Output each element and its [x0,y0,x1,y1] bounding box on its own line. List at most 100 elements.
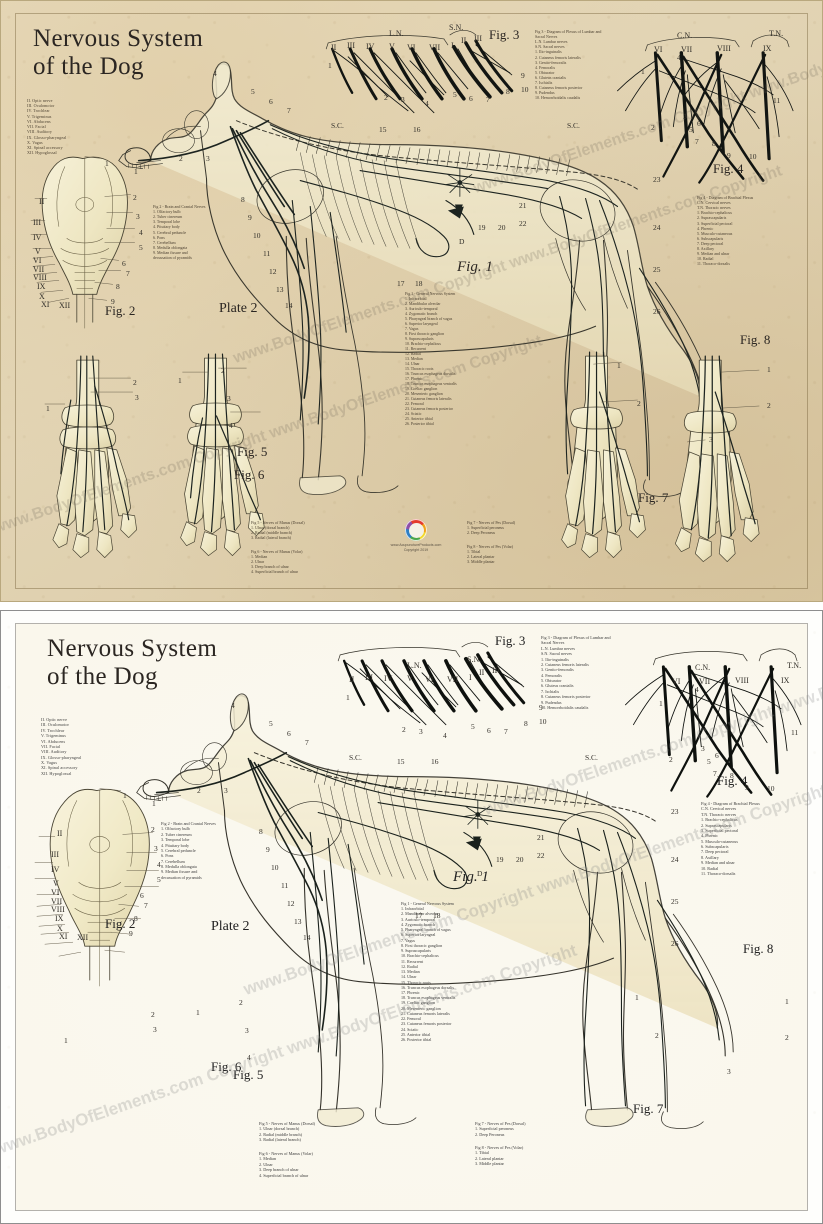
fig1-marker: 1 [152,799,156,808]
fig1-marker: 7 [287,106,291,115]
fig2-roman-marker: XII [77,933,89,942]
fig8-marker: 3 [727,1067,731,1076]
fig3-marker: 2 [384,93,388,102]
fig2-marker: 8 [116,282,120,291]
fig1-annotation: S.C. [585,753,598,762]
fig8-marker: 3 [709,435,713,444]
fig4-marker: 1 [641,67,645,76]
fig6-marker: 4 [247,1053,251,1062]
fig3-marker: 8 [506,87,510,96]
fig3-roman-marker: II [479,668,485,677]
fig2-roman-marker: VI [33,256,42,265]
fig4-marker: 5 [689,125,693,134]
fig3-roman-marker: III [365,673,373,682]
fig4-marker: 6 [715,751,719,760]
poster-white-variant: Nervous System of the Dog II. Optic nerv… [0,610,823,1224]
fig3-roman-marker: II [349,675,355,684]
page-title: Nervous System of the Dog [33,25,204,80]
fig4-roman-marker: VIII [717,44,731,53]
fig3-roman-marker: III [492,666,500,675]
fig3-group-label: S.N. [449,23,464,32]
fig2-marker: 3 [136,212,140,221]
fig4-marker: 4 [695,685,699,694]
fig1-marker: 15 [397,757,405,766]
fig2-label: Fig. 2 [105,303,136,318]
fig4-legend: Fig 4 - Diagram of Brachial Plexus C.N. … [701,801,760,876]
fig8-label: Fig. 8 [743,941,774,956]
fig2-marker: 9 [111,297,115,306]
fig2-marker: 1 [123,791,127,800]
fig4-roman-marker: IX [781,676,790,685]
fig1-marker: 10 [253,231,261,240]
fig4-roman-marker: IX [763,44,772,53]
fig1-marker: 16 [413,125,421,134]
fig3-marker: 7 [504,727,508,736]
fig1-marker: 13 [294,917,302,926]
fig2-legend: Fig 2 - Brain and Cranial Nerves 1. Olfa… [153,204,206,261]
fig4-marker: 3 [683,112,687,121]
fig6-marker: 4 [229,421,233,430]
fig5-marker: 3 [135,393,139,402]
fig1-marker: 14 [285,301,293,310]
fig1-annotation: D [477,869,483,878]
fig7-marker: 2 [655,1031,659,1040]
fig7-legend: Fig 7 - Nerves of Pes (Dorsal) 1. Superf… [467,520,516,536]
fig2-roman-marker: II [57,829,63,838]
fig3-marker: 10 [521,85,529,94]
page-title: Nervous System of the Dog [47,635,218,690]
fig2-marker: 2 [133,193,137,202]
brand-logo-block: www.AcupunctureProducts.com Copyright 20… [386,519,446,554]
fig1-marker: 21 [537,833,545,842]
fig2-roman-marker: XI [41,300,50,309]
fig6-marker: 1 [178,376,182,385]
fig6-legend: Fig 6 - Nerves of Manus (Volar) 1. Media… [259,1151,313,1178]
fig1-marker: 9 [266,845,270,854]
fig1-marker: 15 [379,125,387,134]
fig2-marker: 5 [139,243,143,252]
fig4-marker: 8 [730,771,734,780]
fig4-marker: 9 [745,783,749,792]
fig1-marker: 23 [653,175,661,184]
fig4-marker: 1 [659,699,663,708]
fig3-marker: 6 [469,94,473,103]
fig1-marker: 5 [269,719,273,728]
fig3-marker: 1 [346,693,350,702]
fig3-roman-marker: I [451,41,454,50]
plate-label: Plate 2 [219,301,258,316]
fig4-marker: 6 [697,119,701,128]
fig2-roman-marker: III [51,850,59,859]
fig8-legend: Fig 8 - Nerves of Pes (Volar) 1. Tibial … [467,544,514,565]
fig1-annotation: S.C. [331,121,344,130]
fig1-marker: 12 [287,899,295,908]
fig6-marker: 1 [196,1008,200,1017]
fig4-roman-marker: VI [672,677,681,686]
fig3-roman-marker: III [474,34,482,43]
fig1-marker: 2 [179,154,183,163]
fig3-group-label: L.N. [407,661,422,670]
fig3-roman-marker: IV [366,42,375,51]
fig6-marker: 3 [227,394,231,403]
fig1-legend: Fig 1 - General Nervous System 1. Infrao… [401,901,456,1043]
fig1-marker: 16 [431,757,439,766]
fig5-legend: Fig 5 - Nerves of Manus (Dorsal) 1. Ulna… [251,520,305,541]
fig5-legend: Fig 5 - Nerves of Manus (Dorsal) 1. Ulna… [259,1121,316,1143]
poster-sepia-variant: Nervous System of the Dog II. Optic nerv… [0,0,823,602]
fig4-marker: 10 [767,784,775,793]
fig1-label: Fig. 1 [457,259,493,275]
fig3-legend: Fig 3 - Diagram of Plexus of Lumbar and … [541,635,611,710]
fig3-label: Fig. 3 [489,27,520,42]
fig2-roman-marker: X [57,924,63,933]
fig1-marker: 14 [303,933,311,942]
fig5-marker: 2 [151,1010,155,1019]
fig4-marker: 11 [773,96,781,105]
fig1-marker: 11 [263,249,271,258]
fig7-label: Fig. 7 [638,490,669,505]
fig8-marker: 1 [785,997,789,1006]
fig4-marker: 11 [791,728,799,737]
fig7-marker: 1 [635,993,639,1002]
fig4-roman-marker: VII [699,677,711,686]
fig6-marker: 2 [221,366,225,375]
fig1-marker: 5 [251,87,255,96]
fig1-marker: 26 [671,939,679,948]
fig1-marker: 10 [271,863,279,872]
